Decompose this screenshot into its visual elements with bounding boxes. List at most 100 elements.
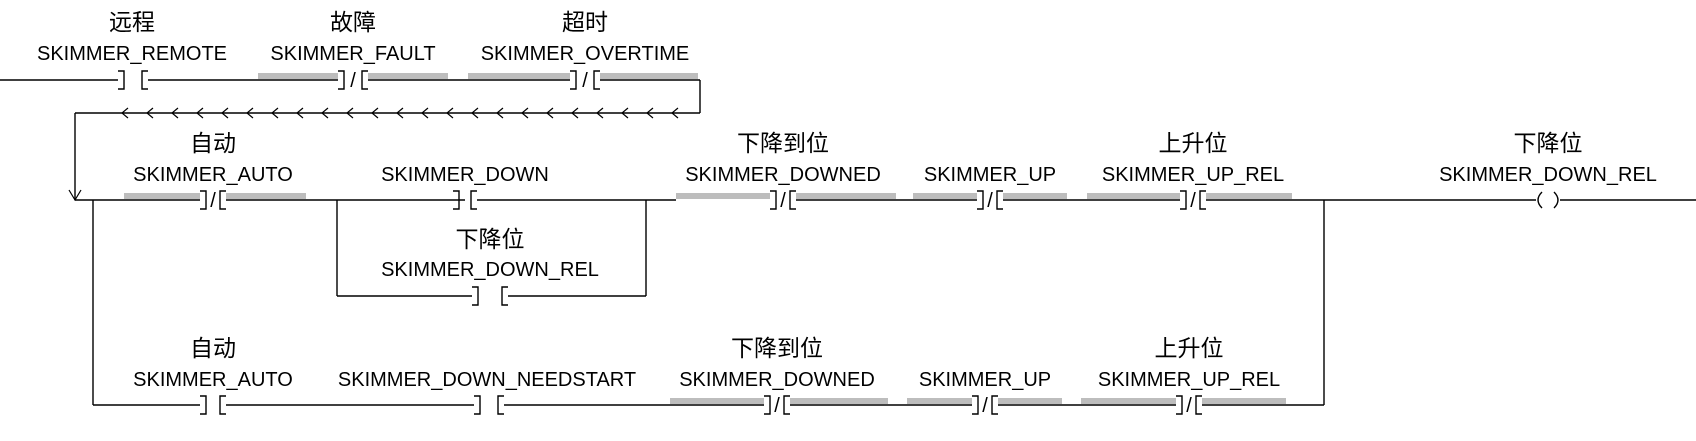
contact-left-bracket bbox=[118, 70, 125, 90]
contact-left-bracket bbox=[453, 190, 460, 210]
contact-description: 自动 bbox=[190, 131, 236, 157]
contact-tag: SKIMMER_FAULT bbox=[270, 43, 435, 65]
rung-1: 远程 SKIMMER_REMOTE 故障 SKIMMER_FAULT / 超时 … bbox=[0, 10, 701, 202]
arrow-left-icon bbox=[546, 107, 554, 119]
arrow-left-icon bbox=[621, 107, 629, 119]
contact-tag: SKIMMER_DOWN bbox=[381, 164, 549, 186]
arrow-left-icon bbox=[496, 107, 504, 119]
xio-slash: / bbox=[982, 395, 988, 417]
contact-tag: SKIMMER_AUTO bbox=[133, 369, 293, 391]
contact-skimmer-down-needstart[interactable]: SKIMMER_DOWN_NEEDSTART bbox=[338, 369, 636, 415]
contact-left-bracket bbox=[1176, 395, 1183, 415]
contact-skimmer-downed-xio-r3[interactable]: 下降到位 SKIMMER_DOWNED / bbox=[670, 336, 888, 417]
contact-skimmer-remote[interactable]: 远程 SKIMMER_REMOTE bbox=[37, 10, 227, 90]
contact-tag: SKIMMER_REMOTE bbox=[37, 43, 227, 65]
contact-right-bracket bbox=[361, 70, 368, 90]
contact-right-bracket bbox=[470, 190, 477, 210]
contact-tag: SKIMMER_DOWN_REL bbox=[381, 259, 599, 281]
xio-slash: / bbox=[774, 395, 780, 417]
contact-left-bracket bbox=[977, 190, 984, 210]
contact-skimmer-up-xio-r3[interactable]: SKIMMER_UP / bbox=[907, 369, 1062, 417]
contact-right-bracket bbox=[1195, 395, 1202, 415]
arrow-left-icon bbox=[171, 107, 179, 119]
arrow-left-icon bbox=[246, 107, 254, 119]
contact-left-bracket bbox=[200, 190, 207, 210]
contact-tag: SKIMMER_UP_REL bbox=[1098, 369, 1280, 391]
contact-left-bracket bbox=[570, 70, 577, 90]
arrow-left-icon bbox=[221, 107, 229, 119]
contact-skimmer-fault[interactable]: 故障 SKIMMER_FAULT / bbox=[258, 10, 448, 92]
contact-skimmer-up-rel-xio-r3[interactable]: 上升位 SKIMMER_UP_REL / bbox=[1081, 336, 1286, 417]
arrow-left-icon bbox=[421, 107, 429, 119]
coil-skimmer-down-rel[interactable]: 下降位 SKIMMER_DOWN_REL bbox=[1439, 131, 1657, 209]
contact-description: 自动 bbox=[190, 336, 236, 362]
contact-skimmer-auto-xio[interactable]: 自动 SKIMMER_AUTO / bbox=[124, 131, 306, 212]
arrow-left-icon bbox=[346, 107, 354, 119]
arrow-left-icon bbox=[471, 107, 479, 119]
contact-right-bracket bbox=[593, 70, 600, 90]
arrow-left-icon bbox=[321, 107, 329, 119]
contact-left-bracket bbox=[338, 70, 345, 90]
xio-slash: / bbox=[780, 190, 786, 212]
arrow-left-icon bbox=[196, 107, 204, 119]
xio-slash: / bbox=[1186, 395, 1192, 417]
arrow-left-icon bbox=[596, 107, 604, 119]
arrow-left-icon bbox=[646, 107, 654, 119]
wrap-arrows bbox=[121, 107, 679, 119]
contact-description: 下降到位 bbox=[731, 336, 823, 362]
contact-tag: SKIMMER_UP_REL bbox=[1102, 164, 1284, 186]
arrow-left-icon bbox=[296, 107, 304, 119]
contact-left-bracket bbox=[972, 395, 979, 415]
arrow-left-icon bbox=[146, 107, 154, 119]
contact-tag: SKIMMER_DOWNED bbox=[685, 164, 881, 186]
contact-right-bracket bbox=[141, 70, 148, 90]
contact-right-bracket bbox=[996, 190, 1003, 210]
contact-right-bracket bbox=[219, 190, 226, 210]
contact-skimmer-downed-xio[interactable]: 下降到位 SKIMMER_DOWNED / bbox=[676, 131, 896, 212]
contact-description: 超时 bbox=[562, 10, 608, 36]
xio-slash: / bbox=[987, 190, 993, 212]
rung-2: 自动 SKIMMER_AUTO / SKIMMER_DOWN 下降位 SKIMM… bbox=[75, 131, 1696, 405]
contact-tag: SKIMMER_OVERTIME bbox=[481, 43, 690, 65]
contact-left-bracket bbox=[770, 190, 777, 210]
coil-right-arc bbox=[1553, 191, 1559, 209]
contact-left-bracket bbox=[764, 395, 771, 415]
contact-left-bracket bbox=[474, 395, 481, 415]
contact-skimmer-auto-xic[interactable]: 自动 SKIMMER_AUTO bbox=[133, 336, 293, 415]
contact-left-bracket bbox=[200, 395, 207, 415]
coil-description: 下降位 bbox=[1514, 131, 1583, 157]
contact-description: 上升位 bbox=[1159, 131, 1228, 157]
contact-tag: SKIMMER_UP bbox=[919, 369, 1051, 391]
contact-skimmer-up-xio[interactable]: SKIMMER_UP / bbox=[913, 164, 1067, 212]
contact-right-bracket bbox=[991, 395, 998, 415]
contact-skimmer-overtime[interactable]: 超时 SKIMMER_OVERTIME / bbox=[468, 10, 698, 92]
arrow-left-icon bbox=[521, 107, 529, 119]
contact-description: 下降位 bbox=[456, 227, 525, 253]
xio-slash: / bbox=[210, 190, 216, 212]
contact-tag: SKIMMER_DOWNED bbox=[679, 369, 875, 391]
contact-left-bracket bbox=[472, 286, 479, 306]
contact-right-bracket bbox=[219, 395, 226, 415]
contact-tag: SKIMMER_UP bbox=[924, 164, 1056, 186]
coil-left-arc bbox=[1537, 191, 1543, 209]
arrow-left-icon bbox=[271, 107, 279, 119]
arrow-left-icon bbox=[396, 107, 404, 119]
contact-skimmer-down-rel-branch[interactable]: 下降位 SKIMMER_DOWN_REL bbox=[337, 227, 646, 306]
contact-right-bracket bbox=[501, 286, 508, 306]
contact-skimmer-down[interactable]: SKIMMER_DOWN bbox=[381, 164, 549, 210]
arrow-left-icon bbox=[571, 107, 579, 119]
contact-description: 故障 bbox=[330, 10, 376, 36]
arrow-left-icon bbox=[446, 107, 454, 119]
contact-tag: SKIMMER_AUTO bbox=[133, 164, 293, 186]
contact-description: 上升位 bbox=[1155, 336, 1224, 362]
contact-right-bracket bbox=[497, 395, 504, 415]
contact-description: 远程 bbox=[109, 10, 155, 36]
contact-left-bracket bbox=[1180, 190, 1187, 210]
rung-wrap-connector bbox=[68, 80, 701, 202]
contact-skimmer-up-rel-xio[interactable]: 上升位 SKIMMER_UP_REL / bbox=[1087, 131, 1292, 212]
contact-tag: SKIMMER_DOWN_NEEDSTART bbox=[338, 369, 636, 391]
coil-tag: SKIMMER_DOWN_REL bbox=[1439, 164, 1657, 186]
rung-3: 自动 SKIMMER_AUTO SKIMMER_DOWN_NEEDSTART 下… bbox=[92, 200, 1324, 417]
contact-right-bracket bbox=[783, 395, 790, 415]
